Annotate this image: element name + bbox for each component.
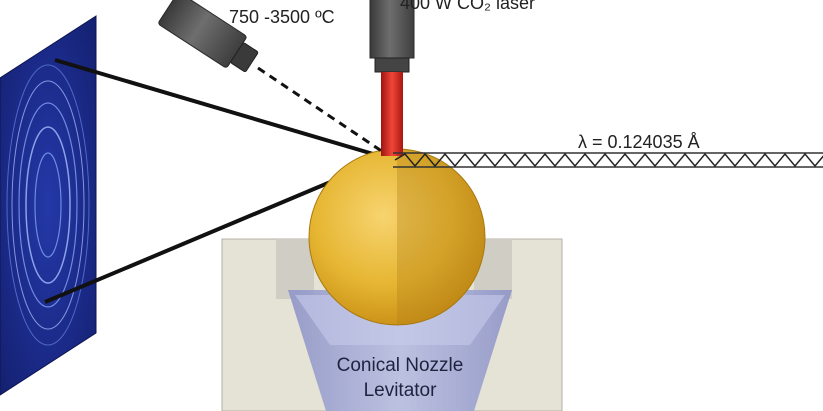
diffraction-line-upper — [54, 58, 381, 158]
diffraction-line-lower — [44, 176, 341, 304]
wavelength-label: λ = 0.124035 Å — [578, 132, 700, 152]
pyrometer-range-label: 750 -3500 ºC — [229, 7, 335, 27]
pyrometer-camera-icon — [158, 0, 259, 73]
sample-sphere — [308, 148, 486, 326]
laser-beam — [381, 72, 403, 156]
detector-panel — [0, 15, 97, 396]
laser-label: 400 W CO₂ laser — [400, 0, 536, 13]
xray-beam — [393, 152, 823, 168]
diffraction-rings — [6, 64, 90, 346]
pyrometer-sight-line — [257, 66, 384, 154]
laser-head-icon — [369, 0, 415, 73]
nozzle-label-line2: Levitator — [363, 380, 437, 401]
nozzle-label-line1: Conical Nozzle — [336, 355, 464, 376]
